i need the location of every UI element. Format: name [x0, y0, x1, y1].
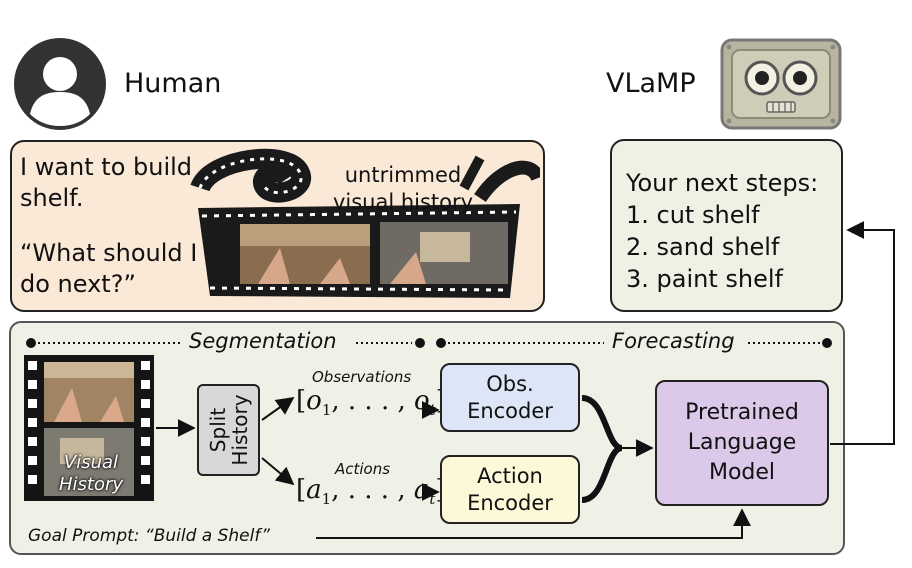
- question-line-2: do next?”: [20, 270, 136, 298]
- merge-brace: [581, 395, 623, 503]
- human-title: Human: [124, 68, 222, 99]
- agent-title: VLaMP: [606, 68, 696, 99]
- actions-label: Actions: [335, 460, 391, 478]
- action-encoder-line-1: Action: [477, 463, 543, 488]
- visual-history-film-icon: [24, 355, 154, 501]
- actions-sequence: [a1, . . . , at]: [296, 475, 446, 509]
- step-item-3: 3. paint shelf: [626, 265, 783, 293]
- user-avatar-icon: [14, 38, 106, 130]
- language-model-line-1: Pretrained: [685, 400, 799, 425]
- action-encoder-line-2: Encoder: [467, 490, 553, 515]
- language-model-box: Pretrained Language Model: [655, 380, 829, 506]
- observations-sequence: [o1, . . . , ot]: [296, 386, 446, 420]
- obs-encoder-box: Obs. Encoder: [440, 363, 580, 432]
- step-item-2: 2. sand shelf: [626, 233, 780, 261]
- split-label-line-1: Split: [205, 407, 230, 453]
- human-request-box: I want to build shelf. “What should I do…: [10, 140, 545, 312]
- goal-prompt-label: Goal Prompt: “Build a Shelf”: [28, 526, 270, 546]
- split-label-line-2: History: [227, 394, 252, 466]
- segmentation-start-dot: [26, 338, 36, 348]
- obs-encoder-line-2: Encoder: [467, 398, 553, 423]
- visual-history-label-line-2: History: [58, 474, 124, 495]
- segmentation-title: Segmentation: [189, 329, 337, 353]
- visual-history-label-line-1: Visual: [63, 452, 119, 473]
- next-steps-title: Your next steps:: [626, 169, 819, 197]
- language-model-line-2: Language: [687, 430, 797, 455]
- untrimmed-label-line-2: visual history: [332, 190, 474, 214]
- forecasting-end-dot: [822, 338, 832, 348]
- action-encoder-box: Action Encoder: [440, 455, 580, 524]
- segmentation-end-dot: [415, 338, 425, 348]
- split-history-box: Split History: [197, 384, 260, 476]
- untrimmed-label-line-1: untrimmed: [344, 163, 462, 187]
- forecasting-start-dot: [436, 338, 446, 348]
- human-request-text: I want to build shelf. “What should I do…: [20, 152, 197, 300]
- robot-icon: [720, 38, 842, 130]
- forecasting-title: Forecasting: [612, 329, 735, 353]
- observations-label: Observations: [312, 368, 412, 386]
- arrow-model-to-output: [830, 221, 895, 445]
- arrow-split-to-actions: [261, 457, 295, 486]
- next-steps-box: Your next steps: 1. cut shelf 2. sand sh…: [610, 139, 843, 312]
- request-line-2: shelf.: [20, 184, 84, 212]
- question-line-1: “What should I: [20, 239, 198, 267]
- obs-encoder-line-1: Obs.: [486, 371, 534, 396]
- arrow-goal-to-model: [316, 508, 751, 539]
- step-item-1: 1. cut shelf: [626, 201, 760, 229]
- film-reel-image: [190, 148, 540, 298]
- untrimmed-history-label: untrimmed visual history: [328, 162, 478, 216]
- request-line-1: I want to build: [20, 153, 193, 181]
- arrow-split-to-observations: [261, 396, 295, 421]
- visual-history-label: Visual History: [46, 452, 136, 496]
- language-model-line-3: Model: [708, 460, 776, 485]
